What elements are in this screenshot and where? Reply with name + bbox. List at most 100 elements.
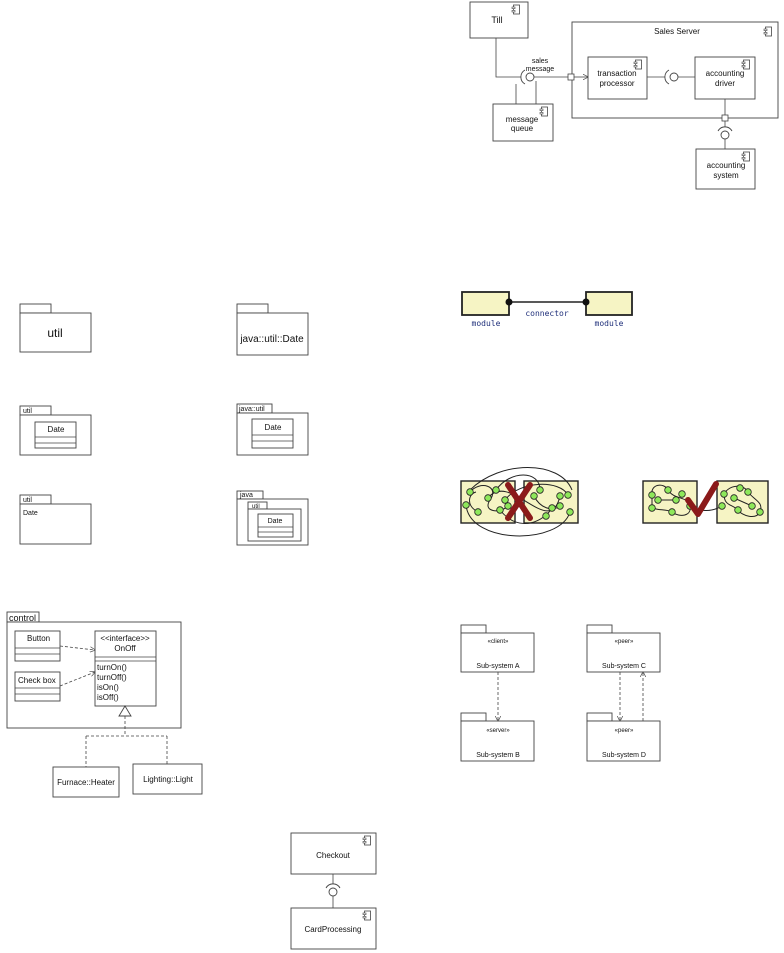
left-module-box <box>461 291 510 316</box>
dependency-arrow <box>59 672 95 687</box>
onoff-interface: <<interface>> OnOff turnOn() turnOff() i… <box>94 630 157 707</box>
method-isoff: isOff() <box>97 693 119 702</box>
subsystem-a: «client» Sub-system A <box>460 624 535 673</box>
subsystem-d: «peer» Sub-system D <box>586 712 661 762</box>
message-queue-component: message queue <box>492 103 554 142</box>
subsystem-c-label: Sub-system C <box>602 663 646 670</box>
peer-stereotype: «peer» <box>615 639 634 645</box>
required-interface-socket <box>664 69 670 85</box>
cross-mark-icon <box>505 482 533 521</box>
accounting-system-component: accounting system <box>695 148 756 190</box>
subsystem-diagram: «client» Sub-system A «server» Sub-syste… <box>460 624 661 762</box>
connector-end <box>582 298 590 306</box>
check-mark-icon <box>685 481 719 517</box>
subsystem-a-label: Sub-system A <box>476 663 520 670</box>
required-interface-socket <box>520 69 526 85</box>
accounting-system-label-2: system <box>713 171 739 180</box>
package-java-tab-label: java <box>239 492 253 499</box>
control-package-label: control <box>9 613 36 623</box>
high-coupling-illustration <box>460 467 579 537</box>
furnace-heater-label: Furnace::Heater <box>57 778 115 787</box>
component-icon <box>362 835 371 846</box>
package-java-nested: java util Date <box>236 490 309 546</box>
sales-server-component: Sales Server transaction processor accou… <box>567 21 779 122</box>
package-util-inner-tab-label: util <box>252 504 260 510</box>
method-ison: isOn() <box>97 683 119 692</box>
package-util: util <box>19 303 92 353</box>
port <box>721 114 729 122</box>
right-module-box <box>585 291 633 316</box>
component-icon <box>539 106 548 117</box>
component-icon <box>633 59 642 70</box>
date-class-label: Date <box>48 425 65 434</box>
package-util-tab-label: util <box>23 497 32 504</box>
furnace-heater-class: Furnace::Heater <box>52 766 120 798</box>
right-module-label: module <box>595 319 624 328</box>
component-diagram: Till sales message message queue Sales S… <box>469 1 779 190</box>
provided-interface-ball <box>720 130 730 140</box>
date-member-label: Date <box>23 510 38 517</box>
interface-stereotype: <<interface>> <box>100 634 150 643</box>
lighting-light-label: Lighting::Light <box>143 775 194 784</box>
check-box-class: Check box <box>14 671 61 702</box>
message-queue-label-1: message <box>506 115 539 124</box>
client-stereotype: «client» <box>488 639 509 645</box>
provided-interface-ball <box>328 887 338 897</box>
low-coupling-illustration <box>642 480 769 524</box>
required-interface-socket <box>325 883 341 889</box>
method-turnoff: turnOff() <box>97 673 127 682</box>
checkout-component: Checkout <box>290 832 377 875</box>
till-label: Till <box>491 15 502 25</box>
left-module-label: module <box>472 319 501 328</box>
card-processing-component: CardProcessing <box>290 907 377 950</box>
package-java-util-tab-label: java::util <box>238 406 265 413</box>
till-component: Till <box>469 1 529 39</box>
button-class: Button <box>14 630 61 662</box>
package-util-with-class: util Date <box>19 405 92 456</box>
module-connector-diagram: module connector module <box>461 291 633 328</box>
port <box>567 73 575 81</box>
package-util-label: util <box>47 326 62 340</box>
connector-end <box>505 298 513 306</box>
accounting-driver-label-2: driver <box>715 79 735 88</box>
component-icon <box>741 59 750 70</box>
server-stereotype: «server» <box>486 728 510 734</box>
sales-message-label-1: sales <box>532 58 549 65</box>
package-util-tab-label: util <box>23 408 32 415</box>
provided-interface-ball <box>525 72 535 82</box>
interface-name: OnOff <box>114 644 136 653</box>
peer-stereotype: «peer» <box>615 728 634 734</box>
date-class-label: Date <box>265 423 282 432</box>
card-processing-label: CardProcessing <box>305 925 362 934</box>
package-util-text-member: util Date <box>19 494 92 545</box>
subsystem-b: «server» Sub-system B <box>460 712 535 762</box>
package-notation-examples: util java::util::Date util Date java::ut… <box>19 303 309 546</box>
required-interface-socket <box>717 126 733 132</box>
check-box-class-label: Check box <box>18 676 56 685</box>
accounting-system-label-1: accounting <box>707 161 746 170</box>
date-class-label: Date <box>268 518 283 525</box>
sales-message-label-2: message <box>526 66 555 73</box>
component-icon <box>362 910 371 921</box>
component-icon <box>511 4 520 15</box>
lighting-light-class: Lighting::Light <box>132 763 203 795</box>
subsystem-b-label: Sub-system B <box>476 752 520 759</box>
control-package-diagram: control Button Check box <<interface>> O… <box>6 611 203 798</box>
package-java-util-date-label: java::util::Date <box>239 334 304 345</box>
checkout-diagram: Checkout CardProcessing <box>290 832 377 950</box>
component-icon <box>763 26 772 37</box>
subsystem-c: «peer» Sub-system C <box>586 624 661 673</box>
component-icon <box>741 151 750 162</box>
package-java-util-with-class: java::util Date <box>236 403 309 456</box>
connector-label: connector <box>525 309 569 318</box>
package-java-util-date: java::util::Date <box>236 303 309 356</box>
provided-interface-ball <box>669 72 679 82</box>
message-queue-label-2: queue <box>511 124 534 133</box>
subsystem-d-label: Sub-system D <box>602 752 646 759</box>
accounting-driver-label-1: accounting <box>706 69 745 78</box>
method-turnon: turnOn() <box>97 663 127 672</box>
transaction-processor-label-1: transaction <box>597 69 636 78</box>
button-class-label: Button <box>27 634 50 643</box>
realization-lines <box>85 716 168 767</box>
